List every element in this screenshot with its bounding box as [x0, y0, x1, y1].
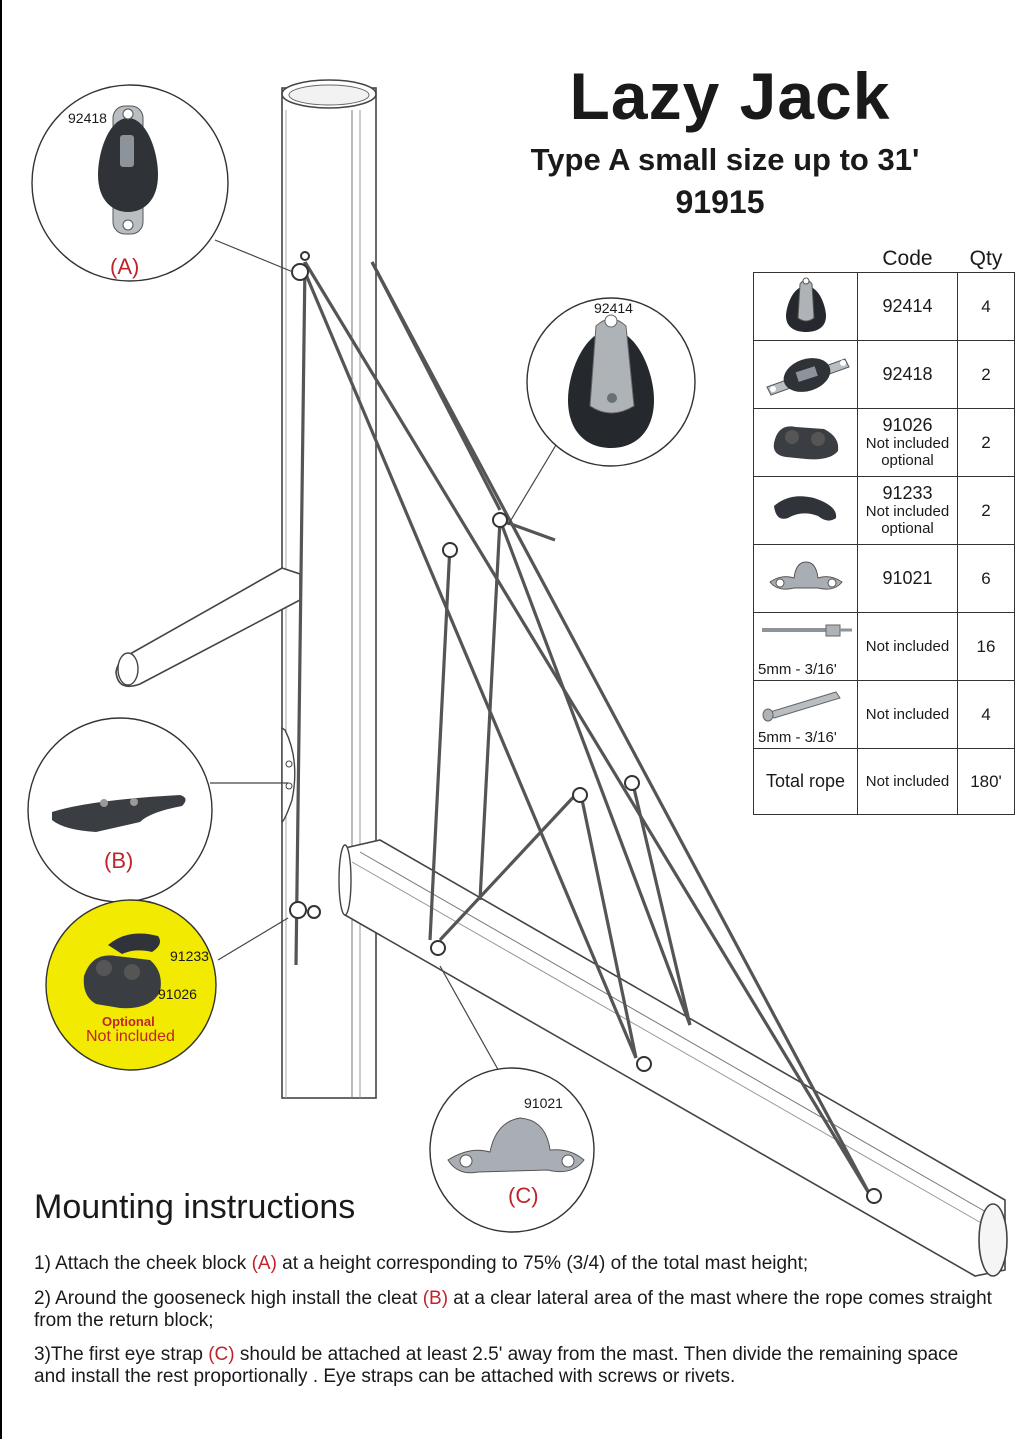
row-note-2: optional [881, 520, 934, 537]
screw-icon [762, 690, 841, 721]
callout-a-code: 92418 [68, 110, 107, 126]
cleat-on-mast [281, 726, 296, 824]
parts-table: Code Qty 92414 4 92418 2 91026 Not inclu… [753, 246, 1015, 815]
optional-code-1: 91233 [170, 948, 209, 964]
row-qty: 2 [957, 340, 1015, 409]
table-row: 5mm - 3/16' Not included 4 [753, 680, 1015, 749]
single-block-icon [753, 272, 858, 341]
row-code: Not included [865, 773, 950, 790]
ref-b: (B) [422, 1288, 449, 1309]
callout-c [429, 1067, 595, 1233]
table-row: 5mm - 3/16' Not included 16 [753, 612, 1015, 681]
row-code: 92414 [882, 296, 933, 316]
row-label: Total rope [753, 748, 858, 815]
callout-b [27, 717, 213, 903]
table-row: Total rope Not included 180' [753, 748, 1015, 815]
row-qty: 16 [957, 612, 1015, 681]
product-code: 91915 [675, 184, 765, 220]
row-note: Not included [865, 435, 950, 452]
spreader [115, 567, 301, 688]
cam-cleat-icon [753, 408, 858, 477]
row-qty: 180' [957, 748, 1015, 815]
page-subtitle: Type A small size up to 31' [530, 142, 920, 177]
callout-optional [45, 899, 217, 1071]
row-code: 91026 [882, 415, 933, 435]
boom [338, 839, 1008, 1277]
optional-line-2: Not included [86, 1028, 175, 1045]
header-code: Code [882, 247, 933, 270]
row-code: 91021 [882, 568, 933, 588]
table-row: 91021 6 [753, 544, 1015, 613]
callout-c-label: (C) [508, 1183, 539, 1208]
instruction-step-1: 1) Attach the cheek block (A) at a heigh… [34, 1253, 809, 1274]
row-code: 91233 [882, 483, 933, 503]
cheek-block-icon [753, 340, 858, 409]
table-row: 92414 4 [753, 272, 1015, 341]
row-code: Not included [865, 706, 950, 723]
ref-a: (A) [251, 1253, 277, 1274]
row-size: 5mm - 3/16' [758, 660, 837, 678]
table-row: 91026 Not included optional 2 [753, 408, 1015, 477]
callout-c-code: 91021 [524, 1095, 563, 1111]
optional-code-2: 91026 [158, 986, 197, 1002]
fairlead-icon [753, 476, 858, 545]
rivet-icon [761, 624, 852, 636]
row-code: 92418 [882, 364, 933, 384]
callout-block [526, 297, 696, 467]
table-header-row: Code Qty [754, 246, 1015, 273]
row-size: 5mm - 3/16' [758, 728, 837, 746]
instructions-title: Mounting instructions [34, 1188, 356, 1226]
eye-strap-icon [753, 544, 858, 613]
callout-b-label: (B) [104, 848, 134, 873]
row-note-2: optional [881, 452, 934, 469]
callout-a-label: (A) [110, 254, 140, 279]
row-qty: 2 [957, 476, 1015, 545]
table-row: 91233 Not included optional 2 [753, 476, 1015, 545]
header-qty: Qty [969, 247, 1003, 270]
ref-c: (C) [208, 1344, 235, 1365]
callout-block-code: 92414 [594, 300, 633, 316]
row-qty: 2 [957, 408, 1015, 477]
lazy-jack-lines [294, 261, 872, 1196]
optional-line-1: Optional [102, 1014, 155, 1029]
row-qty: 4 [957, 272, 1015, 341]
callout-a [31, 84, 229, 282]
row-qty: 6 [957, 544, 1015, 613]
line-blocks [289, 251, 882, 1204]
leader-lines [210, 239, 557, 1083]
row-note: Not included [865, 503, 950, 520]
page-title: Lazy Jack [569, 59, 891, 133]
instruction-step-2: 2) Around the gooseneck high install the… [34, 1288, 992, 1331]
table-row: 92418 2 [753, 340, 1015, 409]
instruction-step-3: 3)The first eye strap (C) should be atta… [34, 1344, 959, 1387]
row-code: Not included [865, 638, 950, 655]
row-qty: 4 [957, 680, 1015, 749]
